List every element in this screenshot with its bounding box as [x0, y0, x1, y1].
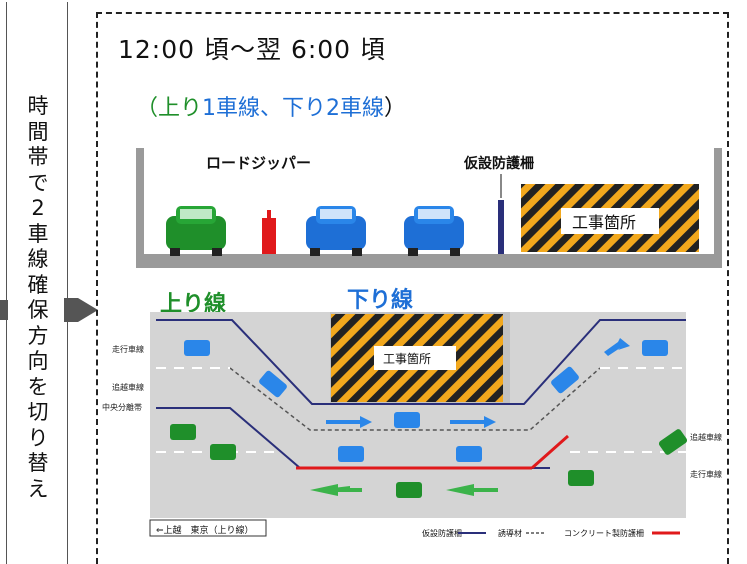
- car-green-plan: [568, 470, 594, 486]
- sidebar-label: 時間帯で2車線確保方向を切り替え: [27, 94, 49, 501]
- car-blue-2: [404, 206, 464, 256]
- direction-note: ⇐上越 東京（上り線）: [156, 524, 254, 536]
- car-green-plan: [658, 429, 688, 455]
- work-zone-label-plan: 工事箇所: [383, 352, 431, 366]
- lane-config-text: 1車線、下り2車線: [202, 96, 385, 121]
- arrow-blue-icon: [604, 338, 630, 356]
- car-green-plan: [210, 444, 236, 460]
- direction-note-box: [149, 519, 267, 537]
- lane-label-left-3: 中央分離帯: [102, 402, 142, 412]
- road-zipper-label: ロードジッパー: [206, 154, 311, 172]
- arrow-green-icon: [310, 484, 362, 496]
- arrow-icon: [0, 298, 98, 322]
- car-green-plan: [396, 482, 422, 498]
- car-blue-1: [306, 206, 366, 256]
- temp-barrier-icon: [498, 200, 504, 254]
- lane-paren-open: （上り: [136, 96, 203, 121]
- car-blue-plan: [551, 366, 579, 394]
- section-diagram: ロードジッパー 仮設防護柵 工事箇所: [136, 148, 722, 268]
- lane-label-right-2: 走行車線: [690, 469, 722, 479]
- content-frame: [96, 12, 729, 564]
- car-blue-plan: [259, 370, 287, 398]
- road-zipper-icon: [262, 210, 276, 254]
- work-zone-label-section: 工事箇所: [572, 213, 636, 232]
- lane-label-left-1: 走行車線: [112, 344, 144, 354]
- arrow-blue-icon: [450, 416, 496, 428]
- car-blue-plan: [394, 412, 420, 428]
- car-green: [166, 206, 226, 256]
- lane-config: （上り1車線、下り2車線）: [136, 90, 406, 122]
- car-blue-plan: [338, 446, 364, 462]
- legend-concrete-barrier: コンクリート製防護柵: [564, 528, 644, 538]
- arrow-green-icon: [446, 484, 498, 496]
- lane-label-left-2: 追越車線: [112, 382, 144, 392]
- car-blue-plan: [456, 446, 482, 462]
- legend-rubber-pole: 誘導材: [498, 528, 522, 538]
- car-blue-plan: [642, 340, 668, 356]
- car-green-plan: [170, 424, 196, 440]
- down-line-label: 下り線: [347, 288, 414, 313]
- sidebar-panel: 時間帯で2車線確保方向を切り替え: [6, 2, 68, 564]
- lane-paren-close: ）: [384, 96, 407, 121]
- plan-diagram: 工事箇所 走行車線 追越車線 中央分離帯 追越車線 走行車線 ⇐上越 東京（上り…: [102, 312, 722, 538]
- time-range: 12:00 頃～翌 6:00 頃: [118, 35, 387, 64]
- temp-barrier-label: 仮設防護柵: [463, 155, 534, 172]
- car-blue-plan: [184, 340, 210, 356]
- lane-label-right-1: 追越車線: [690, 432, 722, 442]
- legend-temp-barrier: 仮設防護柵: [422, 528, 462, 538]
- arrow-blue-icon: [326, 416, 372, 428]
